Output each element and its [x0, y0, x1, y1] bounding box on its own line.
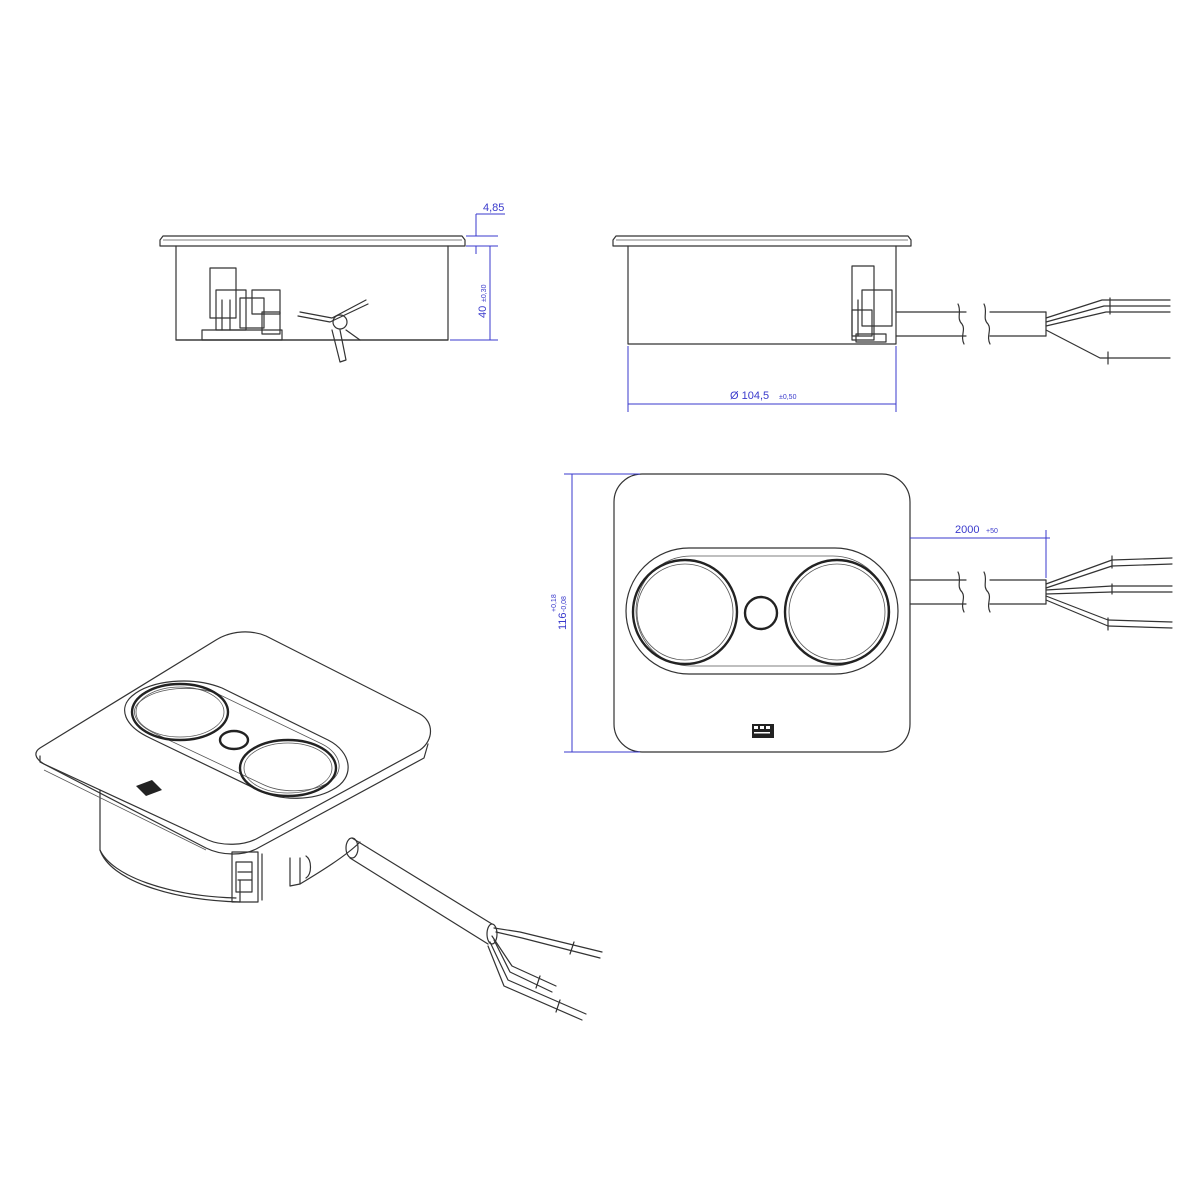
depth-label: 40 [477, 306, 489, 318]
diameter-label: Ø 104,5 [730, 390, 769, 402]
side-view-right: Ø 104,5 ±0,50 [612, 235, 1171, 412]
height-label: 116 [557, 612, 569, 630]
top-view: 2000 +50 116 +0,18 -0,08 [551, 473, 1173, 753]
diameter-tolerance: ±0,50 [779, 394, 797, 401]
isometric-view [35, 631, 603, 1021]
cable-length-label: 2000 [955, 524, 979, 536]
depth-tolerance: ±0,30 [481, 284, 488, 302]
height-tolerance-lower: -0,08 [561, 596, 568, 612]
height-tolerance-upper: +0,18 [551, 594, 558, 612]
iso-brand-logo [136, 780, 162, 796]
side-view-front: 4,85 40 ±0,30 [159, 202, 505, 363]
cable-length-tolerance: +50 [986, 528, 998, 535]
plate-thickness-label: 4,85 [483, 202, 504, 214]
brand-logo [752, 724, 774, 738]
